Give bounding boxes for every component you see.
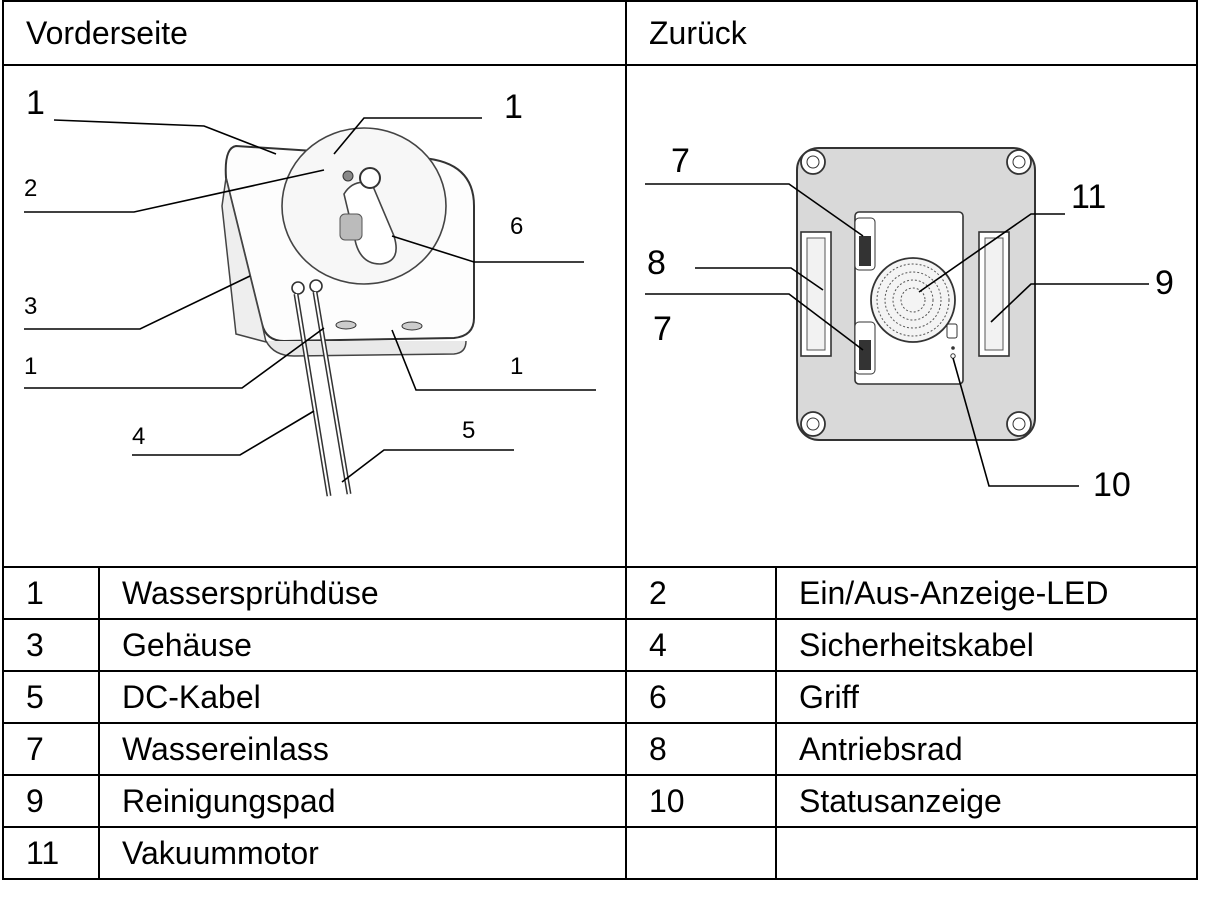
part-number: 4 xyxy=(625,618,777,672)
part-number: 5 xyxy=(2,670,100,724)
robot-front-illustration xyxy=(221,127,475,497)
part-name: Reinigungspad xyxy=(98,774,627,828)
parts-row: 5 DC-Kabel 6 Griff xyxy=(2,670,1199,724)
callout-2: 2 xyxy=(24,175,37,202)
callout-4: 4 xyxy=(132,423,145,450)
parts-row: 9 Reinigungspad 10 Statusanzeige xyxy=(2,774,1199,828)
robot-back-illustration xyxy=(796,147,1036,441)
callout-1-left: 1 xyxy=(24,353,37,380)
part-name: Gehäuse xyxy=(98,618,627,672)
part-name xyxy=(774,826,1199,880)
view-header-row: Vorderseite Zurück xyxy=(2,0,1199,66)
part-number: 9 xyxy=(2,774,100,828)
callout-10: 10 xyxy=(1093,466,1131,504)
part-name: Statusanzeige xyxy=(774,774,1199,828)
callout-1-right: 1 xyxy=(510,353,523,380)
front-view-heading: Vorderseite xyxy=(2,0,627,66)
callout-3: 3 xyxy=(24,293,37,320)
parts-table: Vorderseite Zurück xyxy=(2,0,1199,880)
part-name: Wassersprühdüse xyxy=(98,566,627,620)
part-name: Sicherheitskabel xyxy=(774,618,1199,672)
part-number: 8 xyxy=(625,722,777,776)
callout-7-bottom: 7 xyxy=(653,310,672,348)
back-view-heading: Zurück xyxy=(624,0,1199,66)
part-name: DC-Kabel xyxy=(98,670,627,724)
parts-row: 11 Vakuummotor xyxy=(2,826,1199,880)
part-name: Wassereinlass xyxy=(98,722,627,776)
part-number: 11 xyxy=(2,826,100,880)
callout-5: 5 xyxy=(462,417,475,444)
callout-1-top-right: 1 xyxy=(504,88,523,126)
part-name: Griff xyxy=(774,670,1199,724)
parts-row: 7 Wassereinlass 8 Antriebsrad xyxy=(2,722,1199,776)
part-number: 1 xyxy=(2,566,100,620)
part-name: Antriebsrad xyxy=(774,722,1199,776)
callout-7-top: 7 xyxy=(671,142,690,180)
part-name: Ein/Aus-Anzeige-LED xyxy=(774,566,1199,620)
back-view-diagram: 7 11 8 9 7 10 xyxy=(645,142,1174,504)
parts-row: 1 Wassersprühdüse 2 Ein/Aus-Anzeige-LED xyxy=(2,566,1199,620)
callout-9: 9 xyxy=(1155,264,1174,302)
part-number: 10 xyxy=(625,774,777,828)
part-name: Vakuummotor xyxy=(98,826,627,880)
callout-1-top-left: 1 xyxy=(26,84,45,122)
back-view-cell: 7 11 8 9 7 10 xyxy=(624,64,1199,568)
part-number: 6 xyxy=(625,670,777,724)
front-view-diagram: 1 1 2 6 3 1 1 4 5 xyxy=(24,84,596,497)
part-number xyxy=(625,826,777,880)
figure-row: 1 1 2 6 3 1 1 4 5 xyxy=(2,64,1199,568)
part-number: 2 xyxy=(625,566,777,620)
parts-row: 3 Gehäuse 4 Sicherheitskabel xyxy=(2,618,1199,672)
part-number: 3 xyxy=(2,618,100,672)
callout-11: 11 xyxy=(1071,178,1106,216)
callout-6: 6 xyxy=(510,213,523,240)
front-view-cell: 1 1 2 6 3 1 1 4 5 xyxy=(2,64,627,568)
part-number: 7 xyxy=(2,722,100,776)
callout-8: 8 xyxy=(647,244,666,282)
